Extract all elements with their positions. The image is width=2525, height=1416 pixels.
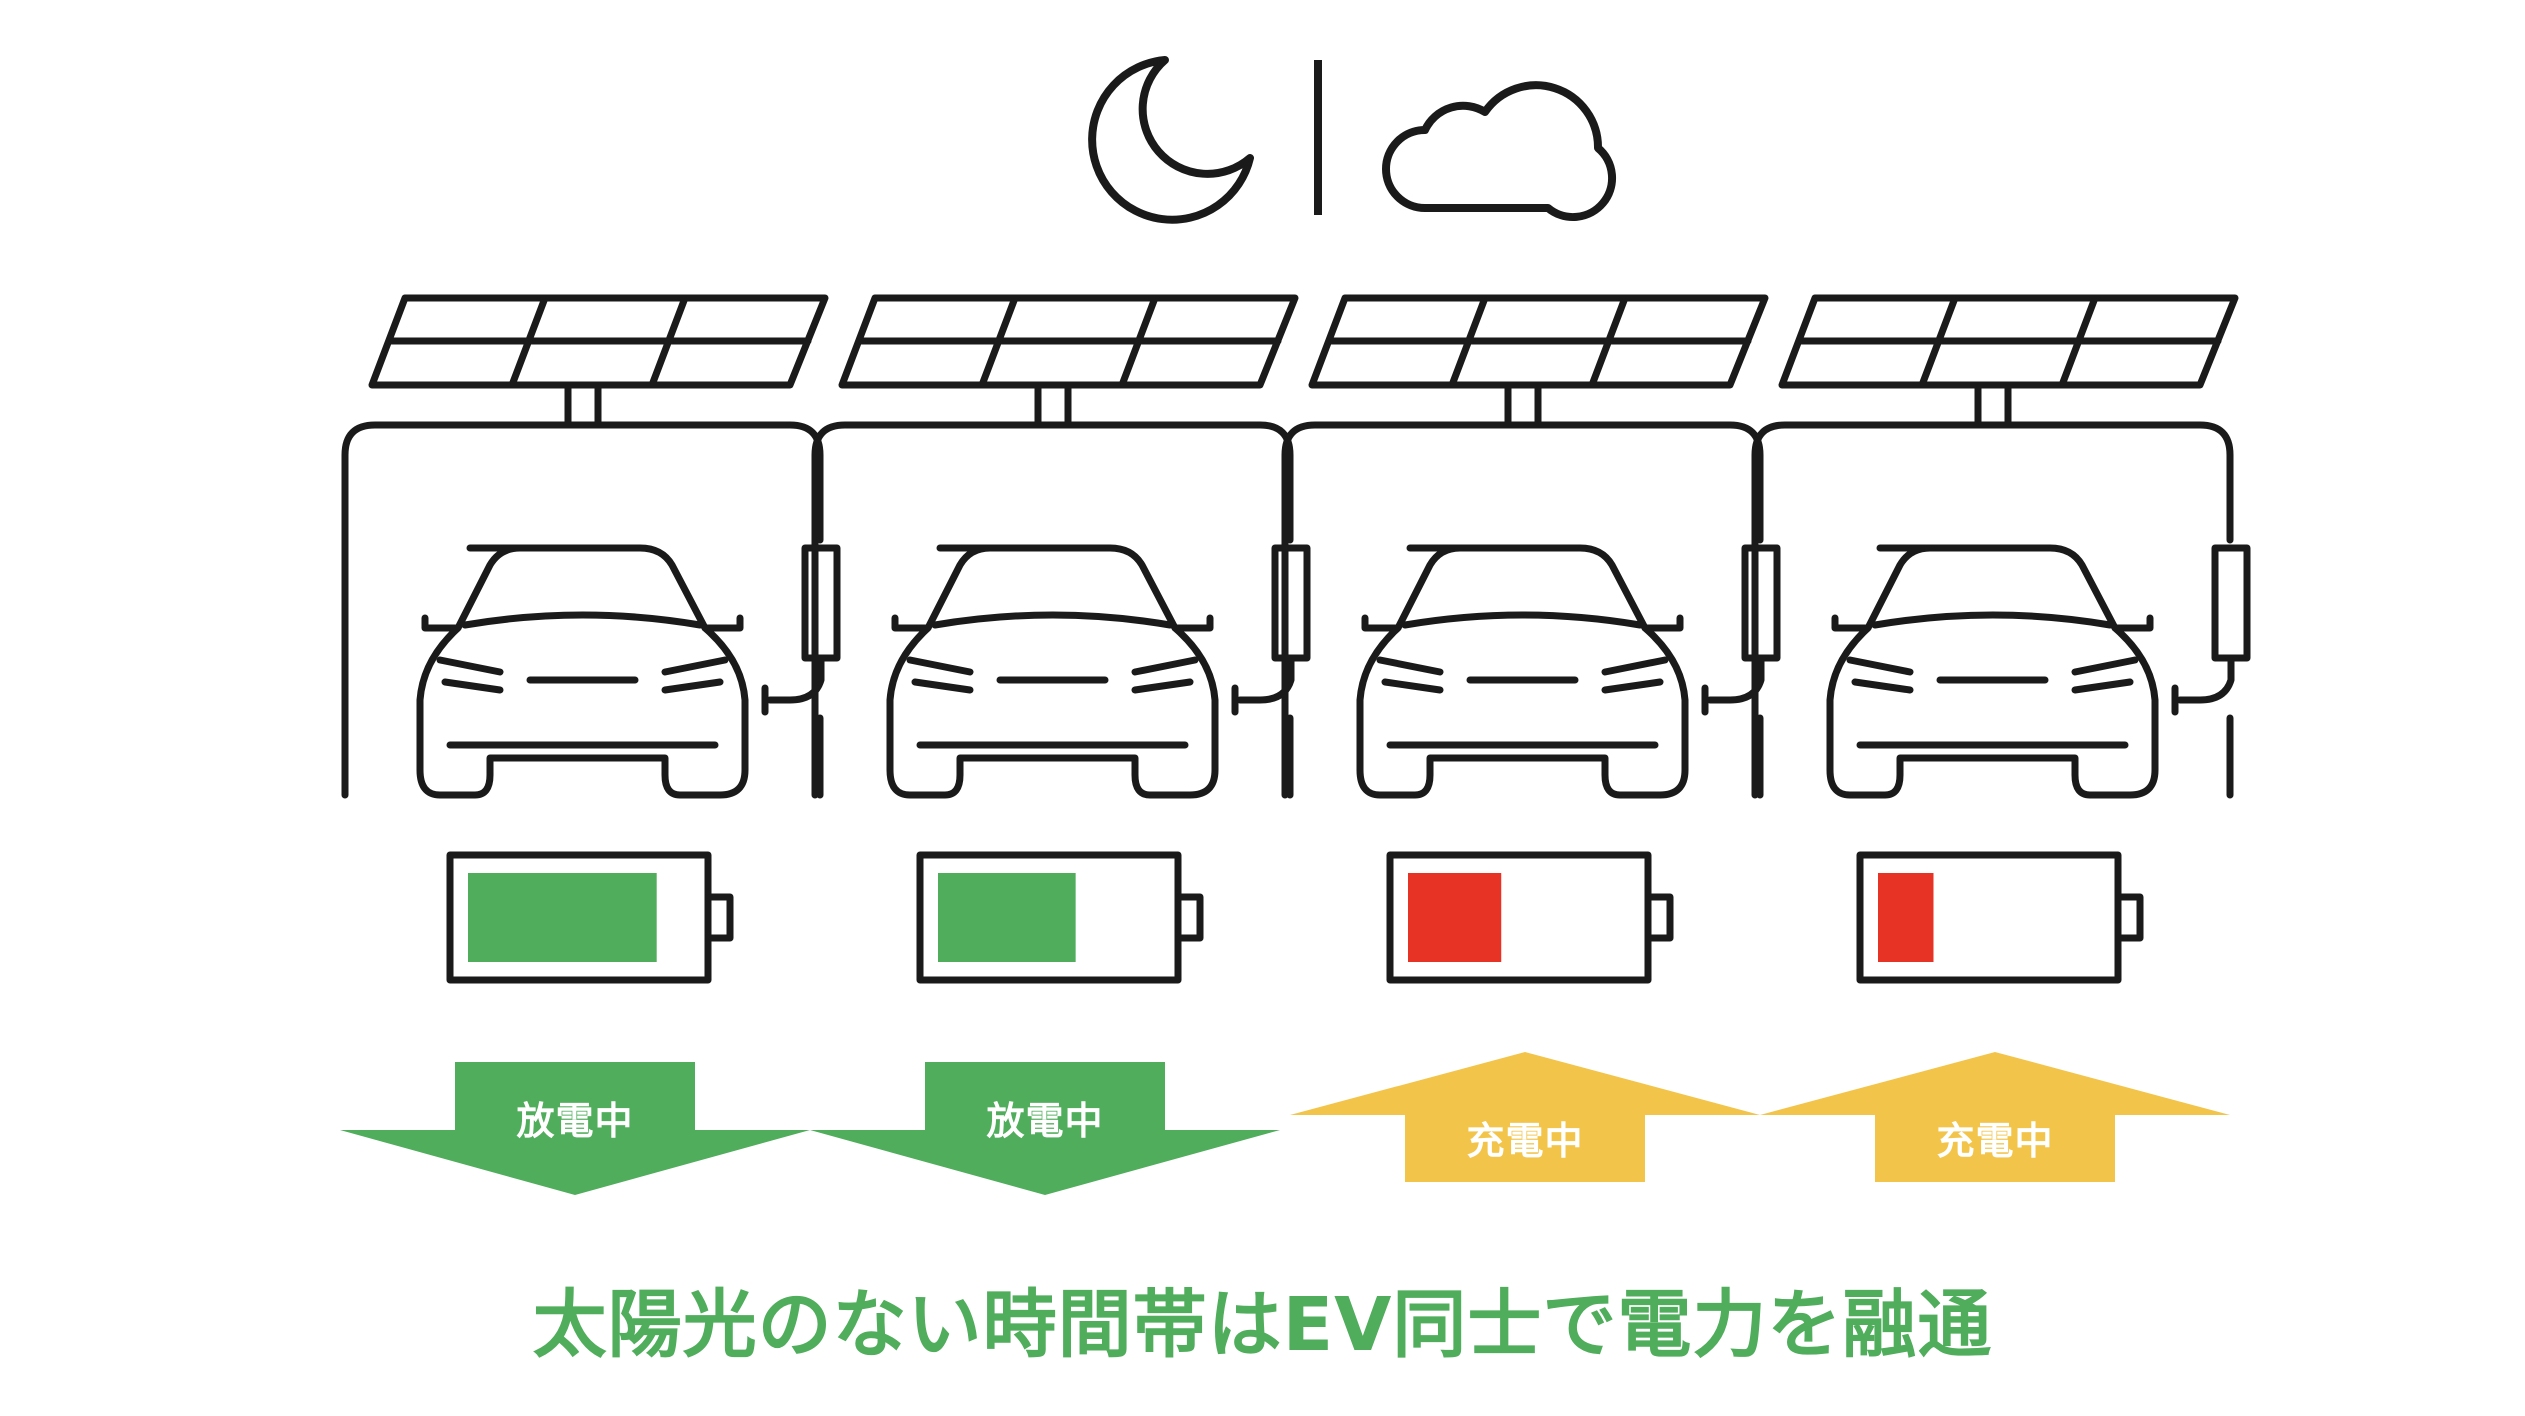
solar-panel-icon xyxy=(1312,298,1765,425)
car-icon xyxy=(1830,548,2155,795)
battery-fill xyxy=(468,873,657,962)
carport-unit xyxy=(1285,298,1777,1182)
carport-unit xyxy=(1755,298,2247,1182)
solar-panel-icon xyxy=(1782,298,2235,425)
battery-fill xyxy=(1408,873,1501,962)
arrow-label: 放電中 xyxy=(455,1090,695,1145)
arrow-label: 放電中 xyxy=(925,1090,1165,1145)
cloud-icon xyxy=(1386,85,1612,217)
arrow-label: 充電中 xyxy=(1405,1110,1645,1165)
moon-icon xyxy=(1092,60,1250,220)
carport-unit xyxy=(340,298,837,1195)
solar-panel-icon xyxy=(372,298,825,425)
battery-fill xyxy=(938,873,1076,962)
battery-fill xyxy=(1878,873,1934,962)
car-icon xyxy=(890,548,1215,795)
car-icon xyxy=(420,548,745,795)
carport-unit xyxy=(810,298,1307,1195)
car-icon xyxy=(1360,548,1685,795)
solar-panel-icon xyxy=(842,298,1295,425)
arrow-label: 充電中 xyxy=(1875,1110,2115,1165)
caption: 太陽光のない時間帯はEV同士で電力を融通 xyxy=(0,1265,2525,1372)
